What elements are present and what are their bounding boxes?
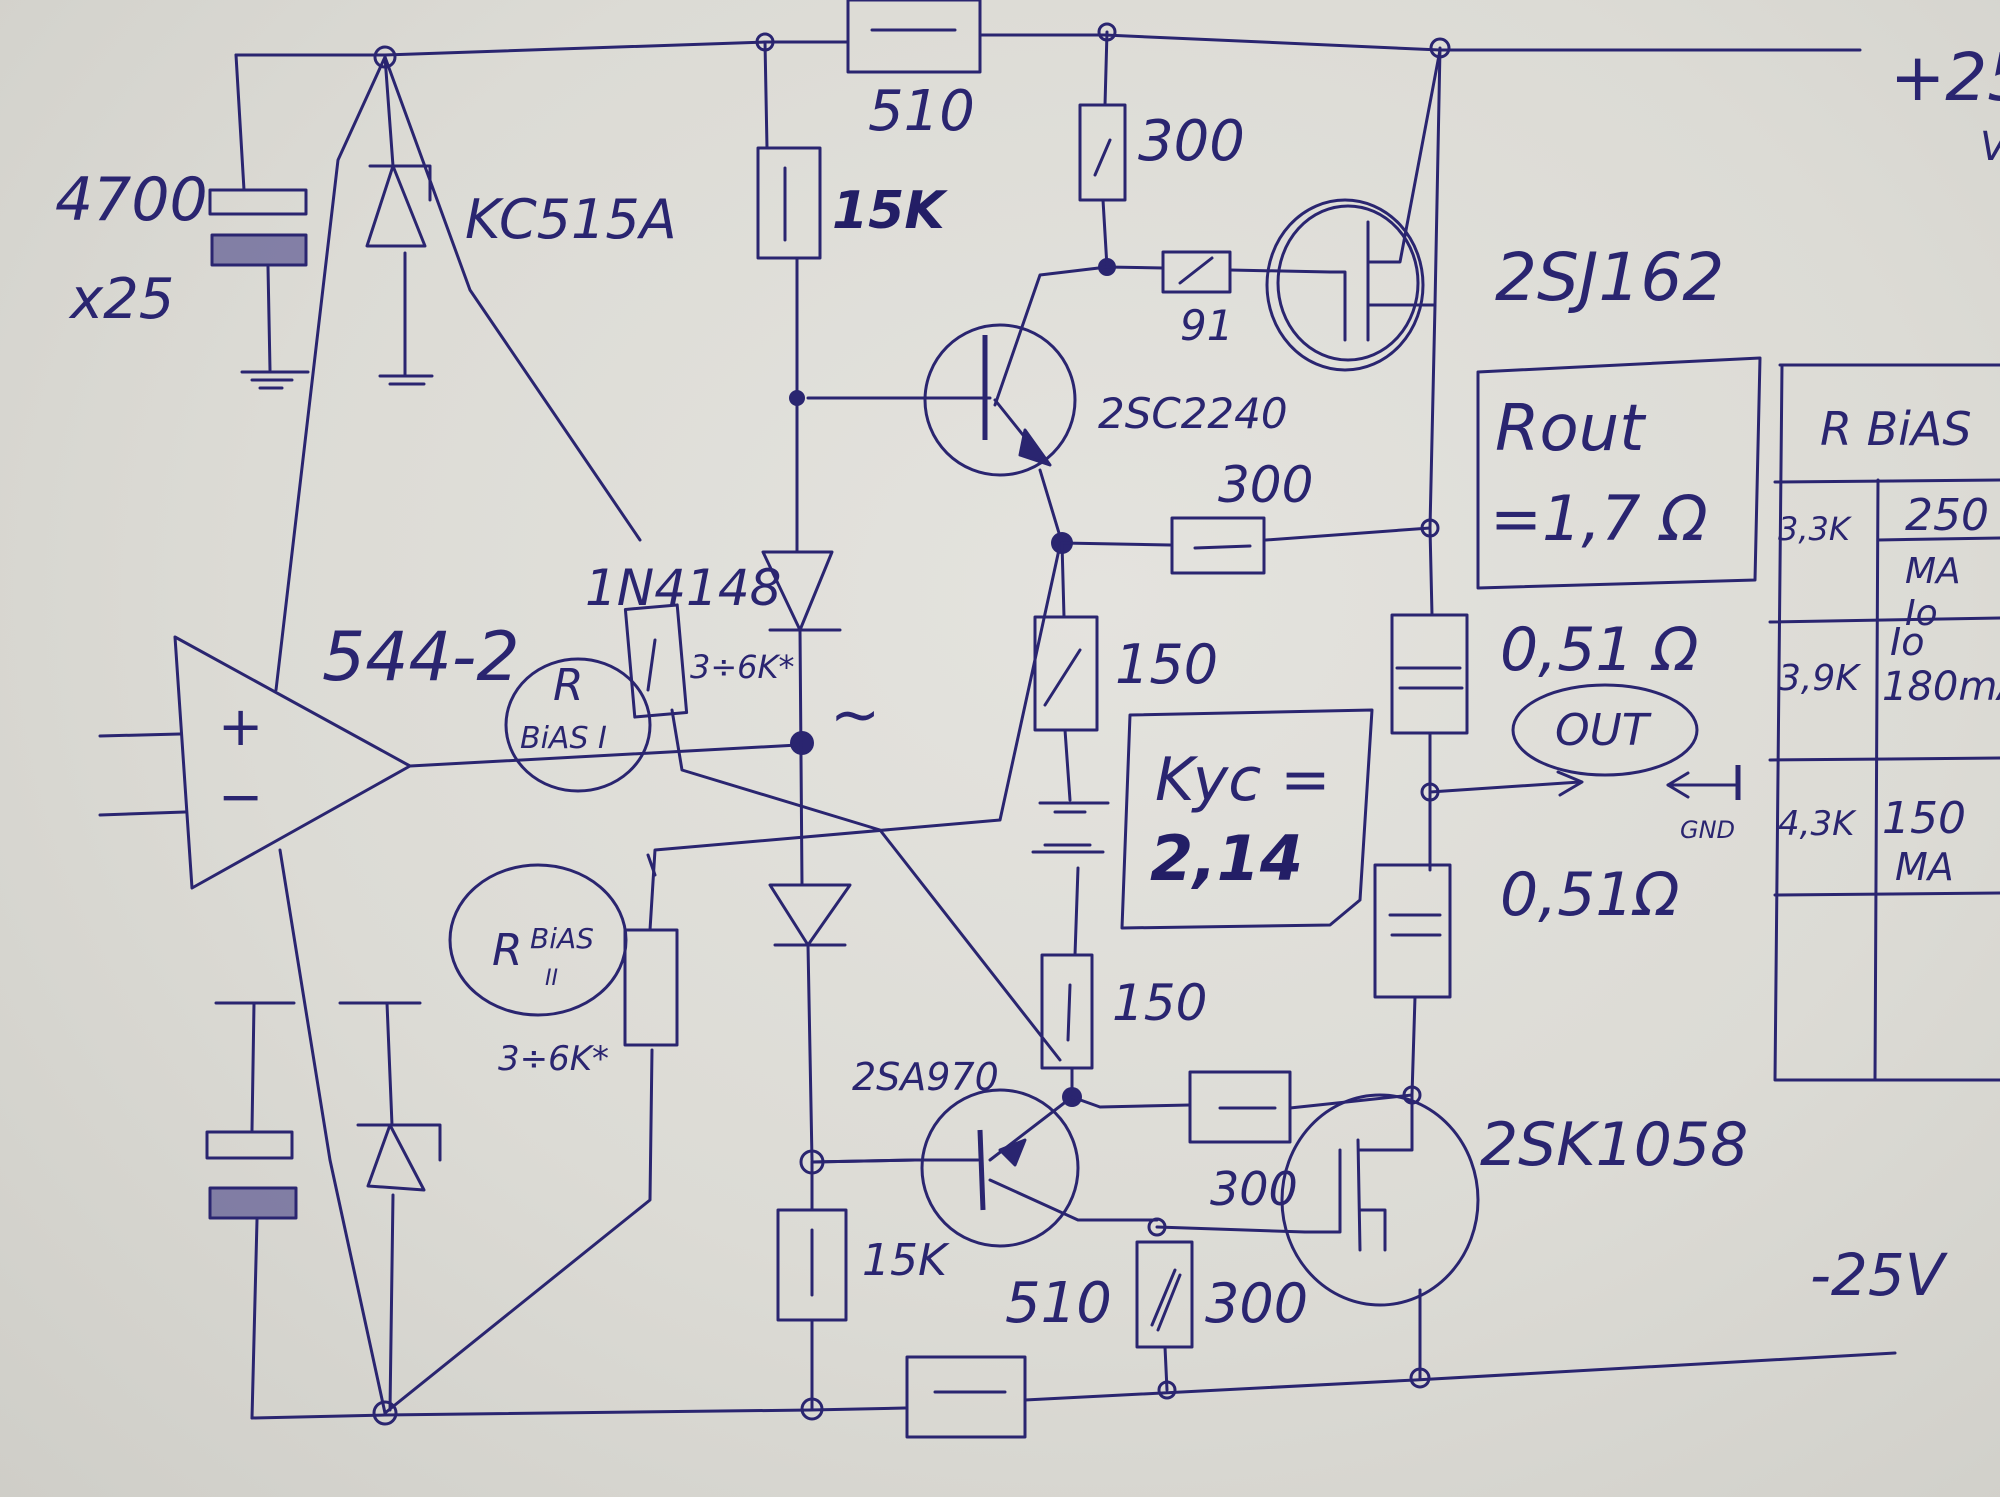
q-2sc2240-label: 2SC2240 <box>1098 389 1288 438</box>
r-bottom-300b-label: 300 <box>1205 1272 1308 1335</box>
q-2sk1058-label: 2SK1058 <box>1480 1110 1748 1180</box>
diode-1n4148-label: 1N4148 <box>585 559 781 617</box>
capacitor-middle <box>1031 801 1110 957</box>
cap-top-value: 4700 <box>55 165 208 235</box>
gain-value: 2,14 <box>1150 822 1303 895</box>
gain-box <box>1120 708 1374 930</box>
bias-row-3-current-a: 150 <box>1882 793 1966 844</box>
negative-rail <box>250 1351 1897 1420</box>
mosfet-2sk1058 <box>1280 1093 1480 1380</box>
r-bias-2-index: II <box>545 966 558 991</box>
rout-box <box>1476 356 1762 590</box>
resistor-150-top <box>1033 541 1099 802</box>
opamp-minus: − <box>218 765 263 828</box>
r-150-top-label: 150 <box>1115 633 1218 696</box>
cap-top-voltage: x25 <box>68 267 174 332</box>
negative-rail-label: -25V <box>1810 1241 1949 1309</box>
zener-top-label: KC515A <box>465 188 677 251</box>
r-bottom-series-label: 510 <box>1005 1271 1112 1336</box>
opamp <box>98 635 800 890</box>
r-top-300-label: 300 <box>1138 109 1245 174</box>
r-bias-2-sub: BiAS <box>530 922 594 955</box>
transistor-2sa970 <box>810 1088 1159 1248</box>
r-bottom-divider-label: 15K <box>862 1235 950 1286</box>
bias-row-1-current-c: Io <box>1905 593 1938 634</box>
r-bias-1-sub: BiAS I <box>520 721 607 756</box>
mosfet-2sj162 <box>1265 48 1442 530</box>
r-150-bottom-label: 150 <box>1112 974 1207 1032</box>
capacitor-top <box>208 53 310 390</box>
r-bias-1-label: R <box>553 660 584 711</box>
bias-row-3-resistor: 4,3K <box>1778 804 1857 844</box>
bias-table <box>1768 363 2000 1082</box>
out-label: OUT <box>1555 705 1652 756</box>
resistor-300-bottom-b <box>1135 1225 1307 1392</box>
bias-row-2-current-a: Io <box>1890 620 1924 664</box>
rout-value: =1,7 Ω <box>1490 482 1708 555</box>
gnd-label: GND <box>1680 816 1735 844</box>
bias-row-2-resistor: 3,9K <box>1778 658 1861 699</box>
opamp-supply-wires <box>274 55 642 1415</box>
q-2sa970-label: 2SA970 <box>852 1055 999 1099</box>
zener-top <box>365 55 434 386</box>
r-bias-2 <box>448 543 1062 1047</box>
opamp-label: 544-2 <box>322 618 520 697</box>
resistor-91 <box>1105 250 1332 294</box>
resistor-150-bottom <box>1040 953 1094 1099</box>
zener-bottom <box>338 1001 654 1415</box>
positive-rail <box>234 33 1862 57</box>
bias-row-2-current-b: 180mA <box>1882 664 2000 710</box>
positive-rail-unit: V <box>1980 124 2000 170</box>
gain-title: Kyc = <box>1155 745 1331 815</box>
resistor-300-top <box>1078 30 1127 269</box>
resistor-300-bottom-a <box>1070 1070 1414 1144</box>
r-source-top-label: 0,51 Ω <box>1500 615 1699 685</box>
r-bias-2-value: 3÷6K* <box>498 1039 609 1079</box>
bias-row-1-current-b: MA <box>1905 551 1961 592</box>
positive-rail-label: +25 <box>1890 39 2000 116</box>
resistor-300-feedback <box>1060 516 1432 575</box>
capacitor-bottom <box>205 1001 298 1420</box>
rout-title: Rout <box>1495 392 1647 466</box>
bias-row-1-resistor: 3,3K <box>1778 510 1853 548</box>
r-top-series-label: 510 <box>868 79 975 144</box>
r-bias-2-label: R <box>492 925 523 976</box>
resistor-510-bottom <box>905 1355 1027 1439</box>
q-2sj162-label: 2SJ162 <box>1495 239 1724 316</box>
bias-row-1-current-a: 250 <box>1905 490 1989 541</box>
r-feedback-300-label: 300 <box>1218 456 1313 514</box>
r-bias-1 <box>504 603 1062 1062</box>
out-ellipse <box>1511 683 1699 777</box>
r-bias-1-value: 3÷6K* <box>690 648 795 686</box>
bias-table-title: R BiAS <box>1820 402 1972 456</box>
bias-row-3-current-b: MA <box>1895 845 1954 889</box>
r-top-divider-label: 15K <box>832 181 948 241</box>
r-gate-91-label: 91 <box>1180 301 1233 350</box>
resistor-510-top <box>846 0 982 74</box>
opamp-plus: + <box>218 695 263 758</box>
transistor-2sc2240 <box>923 265 1109 545</box>
tilde-label: ~ <box>830 680 880 750</box>
r-bottom-300a-label: 300 <box>1210 1162 1298 1216</box>
r-source-bottom-label: 0,51Ω <box>1500 860 1680 930</box>
output-resistors <box>1373 46 1741 1097</box>
